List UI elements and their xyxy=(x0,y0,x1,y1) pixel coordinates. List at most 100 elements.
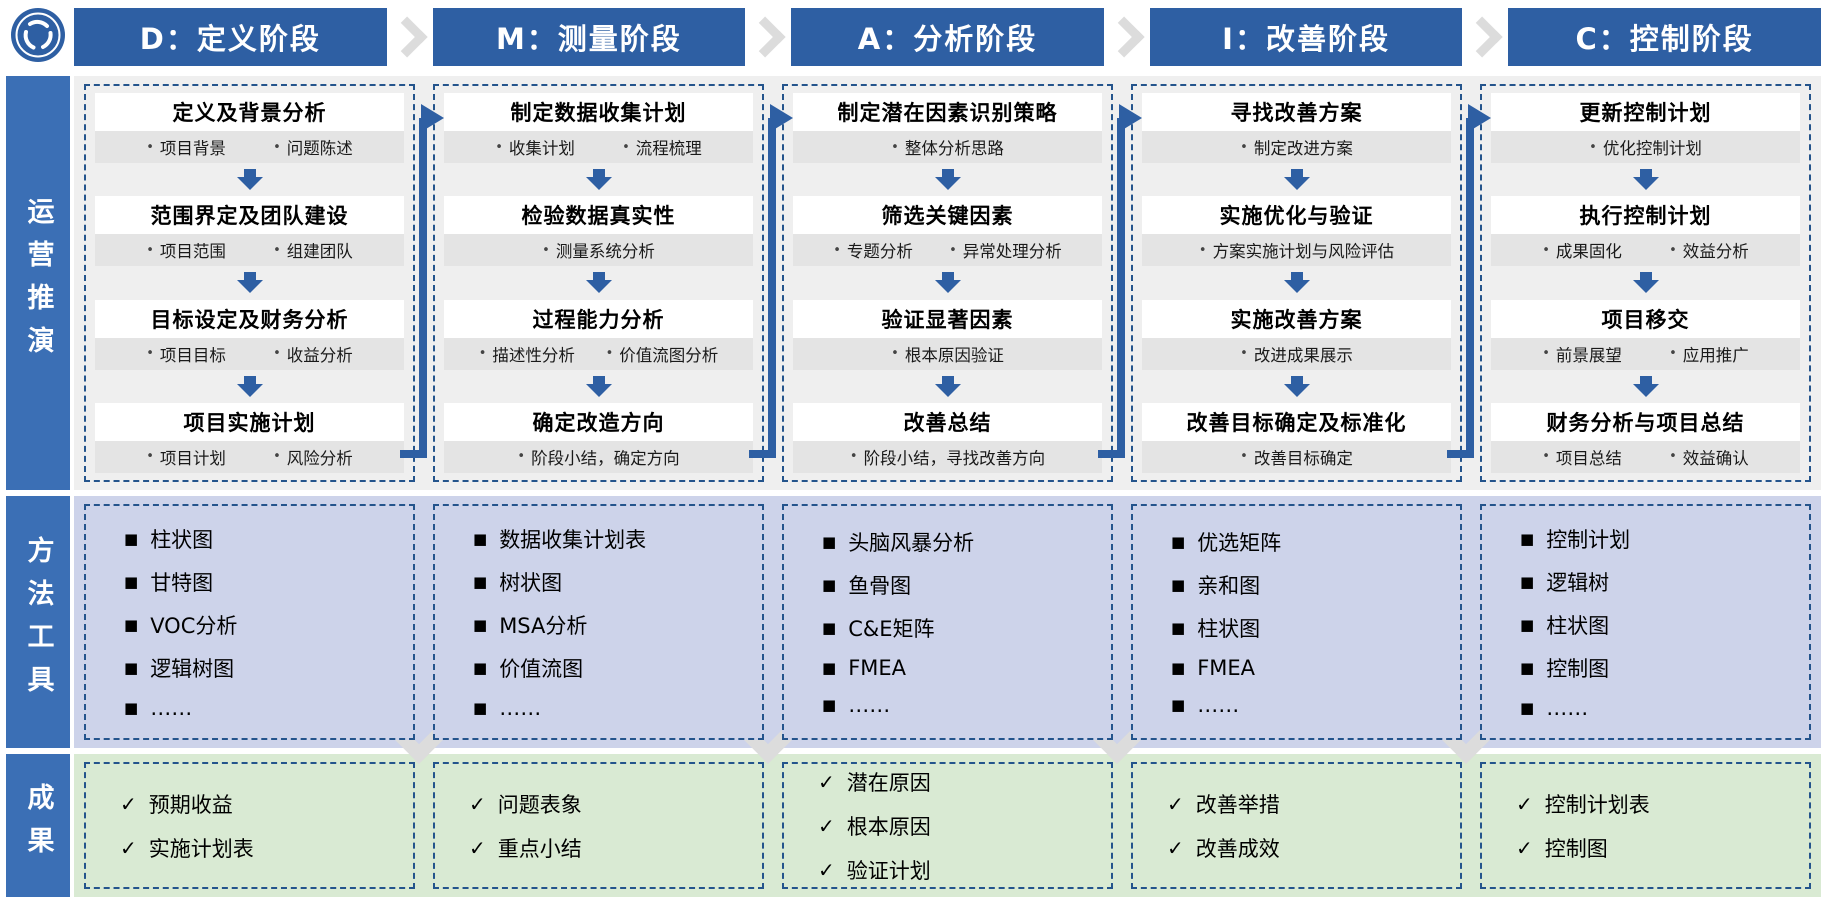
process-step: 定义及背景分析•项目背景•问题陈述 xyxy=(95,93,404,163)
bullet-dot-icon: • xyxy=(146,242,154,258)
square-bullet-icon: ■ xyxy=(473,572,488,591)
bullet-item: •流程梳理 xyxy=(622,135,702,159)
square-bullet-icon: ■ xyxy=(822,695,837,714)
bullet-text: 效益分析 xyxy=(1682,242,1749,262)
bullet-item: •前景展望 xyxy=(1542,342,1622,366)
result-item: ✓验证计划 xyxy=(818,855,1111,885)
result-label: 改善成效 xyxy=(1195,836,1280,861)
process-step: 范围界定及团队建设•项目范围•组建团队 xyxy=(95,196,404,267)
arrow-down-icon xyxy=(585,375,612,397)
steps-box-C: 更新控制计划•优化控制计划执行控制计划•成果固化•效益分析项目移交•前景展望•应… xyxy=(1480,84,1811,482)
arrow-down-icon xyxy=(585,169,612,191)
step-title: 项目移交 xyxy=(1491,299,1800,338)
tool-item: ■ 亲和图 xyxy=(1171,570,1460,600)
tool-label: 亲和图 xyxy=(1197,574,1261,598)
bullet-dot-icon: • xyxy=(495,139,503,155)
bullet-text: 专题分析 xyxy=(846,242,913,262)
tools-box-M: ■数据收集计划表■树状图■MSA分析■价值流图■…… xyxy=(433,504,764,740)
step-bullets: •前景展望•应用推广 xyxy=(1491,337,1800,370)
tool-item: ■VOC分析 xyxy=(124,610,413,640)
result-item: ✓潜在原因 xyxy=(818,767,1111,797)
square-bullet-icon: ■ xyxy=(822,532,837,551)
square-bullet-icon: ■ xyxy=(124,572,139,591)
steps-box-D: 定义及背景分析•项目背景•问题陈述范围界定及团队建设•项目范围•组建团队目标设定… xyxy=(84,84,415,482)
bullet-dot-icon: • xyxy=(478,346,487,362)
results-box-I: ✓改善举措✓改善成效 xyxy=(1131,762,1462,889)
process-step: 制定潜在因素识别策略•整体分析思路 xyxy=(793,93,1102,163)
steps-box-A: 制定潜在因素识别策略•整体分析思路筛选关键因素•专题分析•异常处理分析验证显著因… xyxy=(782,84,1113,482)
tool-label: 价值流图 xyxy=(499,657,584,681)
bullet-text: 项目范围 xyxy=(159,242,226,262)
step-bullets: •方案实施计划与风险评估 xyxy=(1142,234,1451,267)
tool-label: 柱状图 xyxy=(150,528,214,552)
tool-label: VOC分析 xyxy=(150,614,238,638)
result-label: 问题表象 xyxy=(497,792,582,817)
tools-row: ■柱状图■甘特图■VOC分析■逻辑树图■……■数据收集计划表■树状图■MSA分析… xyxy=(74,496,1821,748)
square-bullet-icon: ■ xyxy=(1520,615,1535,634)
bullet-text: 价值流图分析 xyxy=(619,345,719,365)
step-title: 实施优化与验证 xyxy=(1142,196,1451,235)
process-step: 实施优化与验证 •方案实施计划与风险评估 xyxy=(1142,196,1451,267)
arrow-down-icon xyxy=(1632,375,1659,397)
bullet-dot-icon: • xyxy=(605,346,614,362)
check-icon: ✓ xyxy=(1167,791,1184,816)
bullet-dot-icon: • xyxy=(1198,242,1207,258)
bullet-item: •方案实施计划与风险评估 xyxy=(1199,238,1394,262)
tool-label: …… xyxy=(499,696,542,720)
bullet-item: •收益分析 xyxy=(273,342,353,366)
tool-label: 控制图 xyxy=(1546,657,1610,681)
tool-item: ■柱状图 xyxy=(1520,610,1809,640)
bullet-item: •项目目标 xyxy=(146,342,226,366)
step-title: 改善目标确定及标准化 xyxy=(1142,402,1451,441)
step-title: 寻找改善方案 xyxy=(1142,93,1451,131)
step-bullets: •阶段小结，寻找改善方向 xyxy=(793,440,1102,473)
chevron-right-icon xyxy=(1104,8,1150,66)
step-title: 制定潜在因素识别策略 xyxy=(793,93,1102,131)
step-bullets: •项目范围•组建团队 xyxy=(95,234,404,267)
tool-label: …… xyxy=(1197,693,1240,717)
bullet-item: •专题分析 xyxy=(833,238,913,262)
arrow-down-icon xyxy=(236,169,263,191)
tool-label: …… xyxy=(1546,696,1589,720)
process-step: 更新控制计划•优化控制计划 xyxy=(1491,93,1800,163)
step-bullets: •测量系统分析 xyxy=(444,234,753,267)
process-step: 项目实施计划•项目计划•风险分析 xyxy=(95,402,404,473)
result-label: 控制图 xyxy=(1544,836,1608,861)
square-bullet-icon: ■ xyxy=(1171,618,1186,637)
bullet-dot-icon: • xyxy=(891,346,899,362)
tool-item: ■…… xyxy=(473,696,762,720)
process-step: 筛选关键因素•专题分析•异常处理分析 xyxy=(793,196,1102,267)
tools-box-I: ■优选矩阵■亲和图■柱状图■FMEA■…… xyxy=(1131,504,1462,740)
results-box-M: ✓问题表象✓重点小结 xyxy=(433,762,764,889)
tool-label: …… xyxy=(150,696,193,720)
process-step: 项目移交•前景展望•应用推广 xyxy=(1491,299,1800,370)
process-step: 制定数据收集计划•收集计划•流程梳理 xyxy=(444,93,753,163)
phase-column-I: 寻找改善方案•制定改进方案实施优化与验证•方案实施计划与风险评估实施改善方案•改… xyxy=(1098,84,1462,482)
bullet-dot-icon: • xyxy=(1240,139,1248,155)
square-bullet-icon: ■ xyxy=(473,658,488,677)
result-item: ✓根本原因 xyxy=(818,811,1111,841)
check-icon: ✓ xyxy=(1167,835,1184,860)
results-box-C: ✓控制计划表✓控制图 xyxy=(1480,762,1811,889)
process-step: 寻找改善方案•制定改进方案 xyxy=(1142,93,1451,163)
bullet-dot-icon: • xyxy=(1542,449,1550,465)
step-title: 验证显著因素 xyxy=(793,299,1102,338)
bullet-item: •风险分析 xyxy=(273,445,353,469)
bullet-dot-icon: • xyxy=(273,139,281,155)
check-icon: ✓ xyxy=(120,835,137,860)
tool-label: 树状图 xyxy=(499,571,563,595)
tool-item: ■数据收集计划表 xyxy=(473,524,762,554)
tool-item: ■ 价值流图 xyxy=(473,653,762,683)
bullet-item: •改进成果展示 xyxy=(1240,342,1353,366)
bullet-text: 改进成果展示 xyxy=(1253,345,1353,365)
step-bullets: •专题分析•异常处理分析 xyxy=(793,234,1102,267)
bullet-text: 阶段小结，确定方向 xyxy=(531,448,680,468)
bullet-text: 问题陈述 xyxy=(286,139,353,158)
step-title: 范围界定及团队建设 xyxy=(95,196,404,235)
process-step: 改善目标确定及标准化•改善目标确定 xyxy=(1142,402,1451,473)
step-bullets: •收集计划•流程梳理 xyxy=(444,131,753,163)
square-bullet-icon: ■ xyxy=(1171,575,1186,594)
arrow-down-icon xyxy=(236,375,263,397)
process-step: 财务分析与项目总结•项目总结•效益确认 xyxy=(1491,402,1800,473)
step-title: 定义及背景分析 xyxy=(95,93,404,131)
